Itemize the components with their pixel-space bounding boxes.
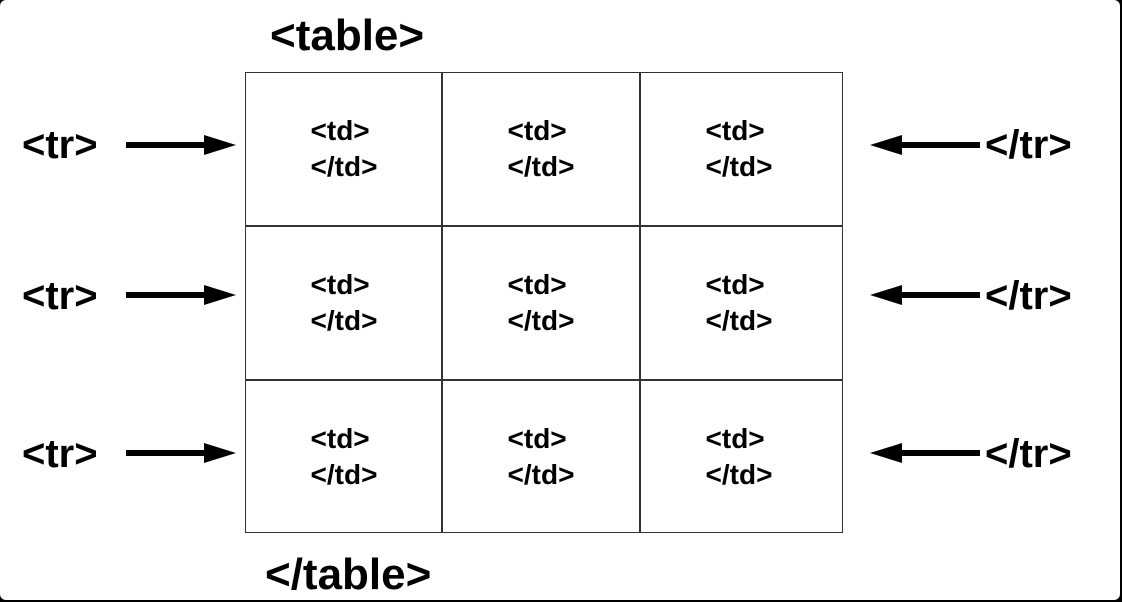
td-close-tag: </td> xyxy=(310,459,378,490)
td-close-tag: </td> xyxy=(705,305,773,336)
td-close-tag: </td> xyxy=(507,305,575,336)
td-close-tag: </td> xyxy=(507,459,575,490)
arrow-right-icon xyxy=(126,443,236,463)
td-open-tag: <td> xyxy=(507,268,567,300)
cell-label: <td> </td> xyxy=(508,267,575,340)
arrow-right-icon xyxy=(126,135,236,155)
td-open-tag: <td> xyxy=(507,422,567,454)
row-divider xyxy=(246,225,842,227)
td-close-tag: </td> xyxy=(507,151,575,182)
cell-label: <td> </td> xyxy=(311,113,378,186)
table-cell: <td> </td> xyxy=(246,381,442,533)
table-cell: <td> </td> xyxy=(443,227,639,379)
row-3-open-tag: <tr> xyxy=(22,432,98,476)
row-1-close-tag: </tr> xyxy=(985,123,1072,167)
table-cell: <td> </td> xyxy=(443,73,639,225)
table-cell: <td> </td> xyxy=(641,381,837,533)
column-divider xyxy=(639,73,641,532)
td-open-tag: <td> xyxy=(705,268,765,300)
cell-label: <td> </td> xyxy=(508,113,575,186)
row-2-close-tag: </tr> xyxy=(985,274,1072,318)
td-open-tag: <td> xyxy=(310,268,370,300)
td-close-tag: </td> xyxy=(705,459,773,490)
table-cell: <td> </td> xyxy=(641,73,837,225)
td-close-tag: </td> xyxy=(310,305,378,336)
td-open-tag: <td> xyxy=(705,114,765,146)
table-cell: <td> </td> xyxy=(641,227,837,379)
table-cell: <td> </td> xyxy=(443,381,639,533)
td-open-tag: <td> xyxy=(705,422,765,454)
td-close-tag: </td> xyxy=(310,151,378,182)
column-divider xyxy=(441,73,443,532)
row-1-open-tag: <tr> xyxy=(22,123,98,167)
arrow-left-icon xyxy=(870,135,980,155)
td-open-tag: <td> xyxy=(310,114,370,146)
arrow-left-icon xyxy=(870,285,980,305)
td-open-tag: <td> xyxy=(310,422,370,454)
arrow-right-icon xyxy=(126,285,236,305)
row-3-close-tag: </tr> xyxy=(985,432,1072,476)
table-cell: <td> </td> xyxy=(246,73,442,225)
table-cell: <td> </td> xyxy=(246,227,442,379)
table-close-tag: </table> xyxy=(265,550,432,599)
cell-label: <td> </td> xyxy=(508,421,575,494)
td-close-tag: </td> xyxy=(705,151,773,182)
table-open-tag: <table> xyxy=(270,11,425,60)
cell-label: <td> </td> xyxy=(706,113,773,186)
cell-label: <td> </td> xyxy=(706,267,773,340)
cell-label: <td> </td> xyxy=(706,421,773,494)
table-grid: <td> </td> <td> </td> <td> </td> <td> </… xyxy=(245,72,843,533)
arrow-left-icon xyxy=(870,443,980,463)
cell-label: <td> </td> xyxy=(311,421,378,494)
row-2-open-tag: <tr> xyxy=(22,274,98,318)
cell-label: <td> </td> xyxy=(311,267,378,340)
td-open-tag: <td> xyxy=(507,114,567,146)
row-divider xyxy=(246,379,842,381)
